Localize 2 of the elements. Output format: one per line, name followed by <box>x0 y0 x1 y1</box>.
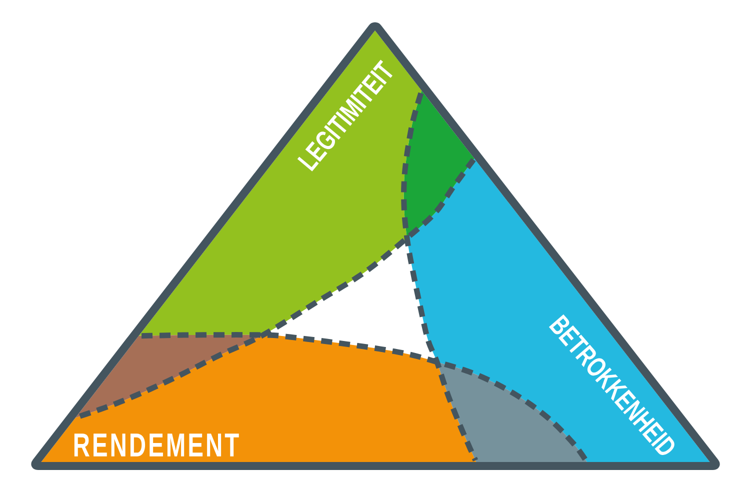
venn-region: RENDEMENT <box>41 335 476 462</box>
overlap-region <box>404 90 474 238</box>
